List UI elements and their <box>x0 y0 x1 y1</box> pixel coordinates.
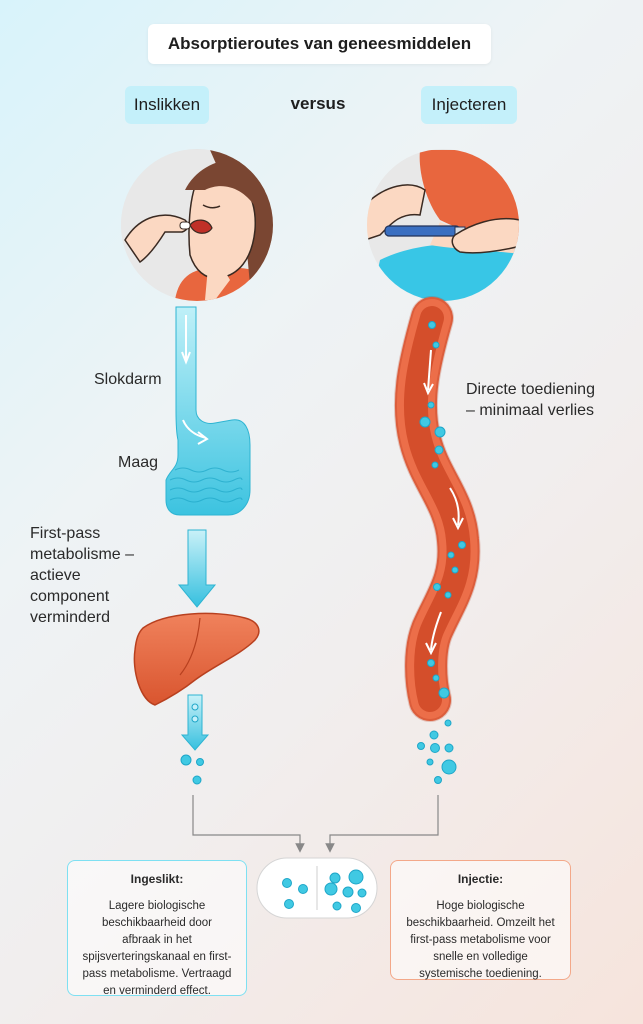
liver-lobe-line <box>179 617 201 676</box>
direct-line: – minimaal verlies <box>466 402 595 419</box>
digestive-tract <box>165 306 251 516</box>
swallowed-card-body: Lagere biologische beschikbaarheid door … <box>82 900 232 997</box>
injection-illustration <box>367 149 519 301</box>
connector-lines <box>192 795 439 853</box>
liver-illustration <box>133 612 260 706</box>
diagram-title: Absorptieroutes van geneesmiddelen <box>148 24 491 64</box>
first-pass-line: verminderd <box>30 609 111 626</box>
swallowing-illustration <box>121 149 273 301</box>
blood-vessel <box>393 296 481 722</box>
first-pass-line: actieve <box>30 567 81 584</box>
direct-administration-label: Directe toediening – minimaal verlies <box>466 379 595 421</box>
versus-label: versus <box>290 94 346 113</box>
direct-line: Directe toediening <box>466 381 595 398</box>
arrow-from-liver <box>180 694 210 751</box>
injection-card-body: Hoge biologische beschikbaarheid. Omzeil… <box>406 900 555 980</box>
swallowed-card: Ingeslikt: Lagere biologische beschikbaa… <box>67 860 247 997</box>
swallow-route-label: Inslikken <box>125 86 209 124</box>
injection-card-title: Injectie: <box>457 872 504 886</box>
swallow-droplets <box>180 754 204 785</box>
injection-card: Injectie: Hoge biologische beschikbaarhe… <box>390 860 571 980</box>
first-pass-label: First-pass metabolisme – actieve compone… <box>30 523 134 628</box>
esophagus-label: Slokdarm <box>94 371 162 388</box>
first-pass-line: First-pass <box>30 525 101 542</box>
injection-route-label: Injecteren <box>421 86 517 124</box>
swallowed-card-title: Ingeslikt: <box>130 872 184 886</box>
first-pass-line: component <box>30 588 110 605</box>
arrow-to-liver <box>177 529 217 608</box>
first-pass-line: metabolisme – <box>30 546 135 563</box>
stomach-label: Maag <box>118 454 159 471</box>
injection-droplets <box>417 719 457 784</box>
bioavailability-capsule <box>256 857 378 919</box>
